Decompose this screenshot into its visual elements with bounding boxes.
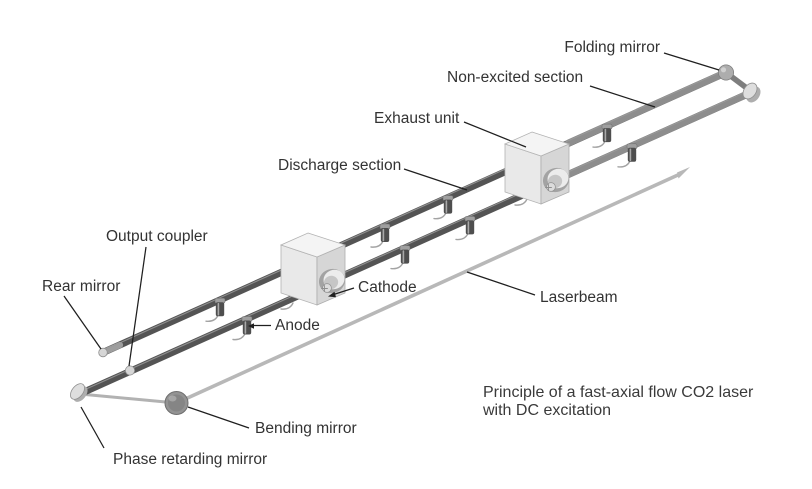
exhaust-box1-port <box>318 268 346 294</box>
electrode-fittings <box>205 123 638 341</box>
leader-phase-retarding-mirror <box>80 406 105 449</box>
caption-line-1: Principle of a fast-axial flow CO2 laser <box>483 384 754 401</box>
rear-mirror <box>98 347 108 358</box>
upper-tube-non-excited <box>565 69 730 147</box>
leader-cathode <box>331 287 355 296</box>
label-output-coupler: Output coupler <box>106 228 208 245</box>
labels: Folding mirror Non-excited section Exhau… <box>42 39 660 468</box>
output-coupler <box>125 365 136 376</box>
leader-anode-arrowhead <box>248 323 254 329</box>
laser-beam-output-segment <box>174 172 681 405</box>
exhaust-unit-box-1 <box>279 232 347 306</box>
lower-tube-highlight <box>83 89 751 391</box>
label-bending-mirror: Bending mirror <box>255 420 357 437</box>
label-cathode: Cathode <box>358 279 417 296</box>
corner-elbow <box>742 82 758 100</box>
laser-beam-tip <box>677 167 690 179</box>
laser-beam-fold-segment <box>78 392 178 405</box>
leader-output-coupler <box>128 246 147 367</box>
upper-tube-highlight <box>103 69 726 351</box>
exhaust-unit-box-2 <box>503 131 571 205</box>
anode-fitting <box>232 315 253 341</box>
bending-mirror <box>164 391 189 415</box>
leader-discharge-section <box>403 168 468 191</box>
label-non-excited-section: Non-excited section <box>447 69 583 86</box>
leader-exhaust-unit <box>463 121 527 148</box>
label-anode: Anode <box>275 317 320 334</box>
hidden-fitting-hook-1 <box>280 302 294 310</box>
leader-rear-mirror <box>63 295 102 350</box>
left-end-optics <box>70 347 189 415</box>
label-phase-retarding-mirror: Phase retarding mirror <box>113 451 267 468</box>
leader-bending-mirror <box>187 406 250 429</box>
leader-cathode-arrowhead <box>328 291 336 298</box>
leader-non-excited-section <box>589 85 656 108</box>
laser-beam <box>78 167 690 405</box>
folding-mirror <box>718 64 735 81</box>
hidden-fitting-hook-2 <box>514 198 528 206</box>
exhaust-box2-port <box>542 167 570 193</box>
label-discharge-section: Discharge section <box>278 157 401 174</box>
exhaust-box1-top-face <box>279 232 347 258</box>
leader-lines <box>63 52 720 449</box>
label-laserbeam: Laserbeam <box>540 289 618 306</box>
folding-mirror-highlight <box>720 67 727 73</box>
leader-folding-mirror <box>663 52 720 71</box>
folding-mirror-assembly <box>718 64 761 103</box>
cathode-pin <box>322 283 332 293</box>
caption-line-2: with DC excitation <box>482 402 611 419</box>
label-rear-mirror: Rear mirror <box>42 278 120 295</box>
figure-caption: Principle of a fast-axial flow CO2 laser… <box>482 384 754 419</box>
phase-retarding-mirror <box>70 383 85 400</box>
cathode-pin-2 <box>546 182 556 192</box>
label-exhaust-unit: Exhaust unit <box>374 110 460 127</box>
lower-tube-non-excited <box>565 89 755 178</box>
exhaust-box2-top-face <box>503 131 571 157</box>
label-folding-mirror: Folding mirror <box>564 39 660 56</box>
leader-laserbeam <box>466 271 536 296</box>
